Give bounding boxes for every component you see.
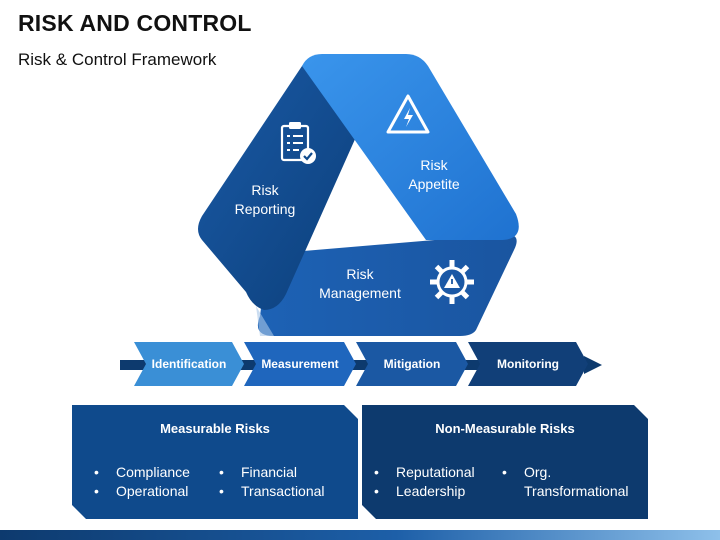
list-item: Compliance	[94, 463, 190, 482]
non-measurable-risks-title: Non-Measurable Risks	[435, 421, 575, 436]
page-title: RISK AND CONTROL	[18, 10, 252, 36]
measurable-list-col2: Financial Transactional	[219, 463, 325, 501]
measurable-list-col1: Compliance Operational	[94, 463, 190, 501]
measurable-risks-box: Measurable Risks Compliance Operational …	[72, 405, 358, 519]
gear-warning-icon	[430, 260, 474, 304]
page-subtitle: Risk & Control Framework	[18, 50, 217, 69]
risk-reporting-label: Risk Reporting	[234, 182, 296, 217]
warning-triangle-icon	[386, 94, 430, 134]
risk-appetite-label: Risk Appetite	[408, 157, 460, 192]
risk-cycle-diagram	[198, 54, 519, 336]
list-item: Financial	[219, 463, 325, 482]
list-item: Leadership	[374, 482, 475, 501]
non-measurable-list-col1: Reputational Leadership	[374, 463, 475, 501]
list-item: Org.	[502, 463, 629, 482]
non-measurable-list-col2: Org. Transformational	[502, 463, 629, 501]
step-identification: Identification	[134, 342, 244, 386]
measurable-risks-title: Measurable Risks	[160, 421, 270, 436]
step-measurement: Measurement	[244, 342, 356, 386]
list-item: Transactional	[219, 482, 325, 501]
decorative-bottom-bar	[0, 530, 720, 540]
step-monitoring: Monitoring	[468, 342, 588, 386]
risk-management-label: Risk Management	[319, 266, 401, 301]
list-item: Reputational	[374, 463, 475, 482]
list-item: Transformational	[524, 483, 629, 499]
step-mitigation: Mitigation	[356, 342, 468, 386]
clipboard-check-icon	[280, 122, 316, 164]
risk-management-segment	[257, 234, 517, 336]
risk-appetite-segment	[302, 54, 519, 240]
non-measurable-risks-box: Non-Measurable Risks Reputational Leader…	[362, 405, 648, 519]
list-item: Operational	[94, 482, 190, 501]
risk-reporting-segment	[198, 60, 360, 310]
